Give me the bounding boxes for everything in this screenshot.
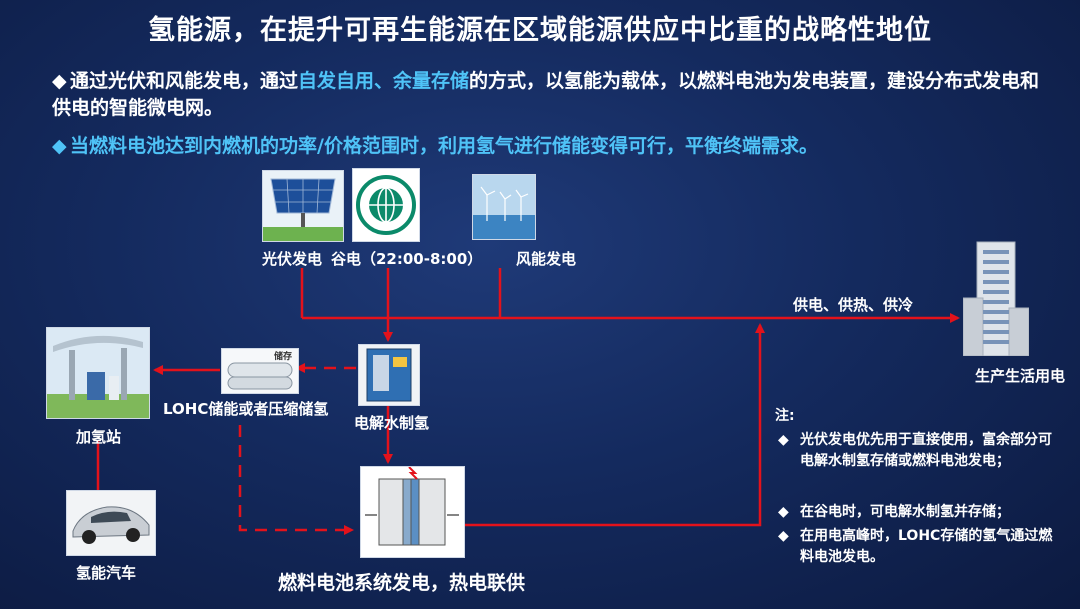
wind-turbine-icon xyxy=(473,175,535,239)
consumer-label: 生产生活用电 xyxy=(975,367,1066,385)
storage-to-fuelcell-line xyxy=(238,425,354,535)
storage-tank-image xyxy=(221,348,299,394)
diamond-bullet-icon: ◆ xyxy=(52,135,67,157)
consumer-building-image xyxy=(962,238,1030,357)
pv-panel-image xyxy=(262,170,344,242)
fuel-station-icon xyxy=(47,328,149,418)
solar-panel-icon xyxy=(263,171,343,241)
page-title: 氢能源，在提升可再生能源在区域能源供应中比重的战略性地位 xyxy=(148,15,932,46)
electrolysis-label: 电解水制氢 xyxy=(354,414,430,432)
diamond-bullet-icon: ◆ xyxy=(778,432,789,448)
fuelcell-label: 燃料电池系统发电，热电联供 xyxy=(278,572,526,594)
car-label: 氢能汽车 xyxy=(76,564,137,582)
grid-logo-icon xyxy=(353,169,419,241)
electrolyzer-icon xyxy=(359,345,419,405)
wind-farm-image xyxy=(472,174,536,240)
note-item-2: ◆ 在谷电时，可电解水制氢并存储； xyxy=(778,502,1053,523)
storage-label: LOHC储能或者压缩储氢 xyxy=(163,400,329,418)
state-grid-logo xyxy=(352,168,420,242)
diamond-bullet-icon: ◆ xyxy=(52,70,67,92)
fuel-cell-icon xyxy=(361,467,464,557)
diamond-bullet-icon: ◆ xyxy=(778,528,789,544)
fuel-cell-image xyxy=(360,466,465,558)
hydrogen-car-image xyxy=(66,490,156,556)
building-icon xyxy=(962,241,1030,357)
highlight-text: 自发自用、余量存储 xyxy=(298,70,470,92)
bullet-2: ◆当燃料电池达到内燃机的功率/价格范围时，利用氢气进行储能变得可行，平衡终端需求… xyxy=(52,133,1042,160)
car-icon xyxy=(67,491,155,555)
note-item-1: ◆ 光伏发电优先用于直接使用，富余部分可电解水制氢存储或燃料电池发电； xyxy=(778,432,1052,469)
diamond-bullet-icon: ◆ xyxy=(778,504,789,520)
fuelcell-output-line xyxy=(463,323,765,527)
supply-label: 供电、供热、供冷 xyxy=(793,296,914,314)
station-label: 加氢站 xyxy=(76,428,122,446)
wind-label: 风能发电 xyxy=(516,250,577,268)
electrolyzer-image xyxy=(358,344,420,406)
storage-tag-label: 储存 xyxy=(274,352,293,362)
hydrogen-station-image xyxy=(46,327,150,419)
pv-label: 光伏发电 xyxy=(262,250,323,268)
note-item-3: ◆ 在用电高峰时，LOHC存储的氢气通过燃料电池发电。 xyxy=(778,528,1053,565)
bullet-1: ◆通过光伏和风能发电，通过自发自用、余量存储的方式，以氢能为载体，以燃料电池为发… xyxy=(52,70,1040,119)
tank-icon xyxy=(222,349,298,393)
valley-power-label: 谷电（22:00-8:00） xyxy=(331,250,483,268)
notes-title: 注: xyxy=(775,408,795,424)
